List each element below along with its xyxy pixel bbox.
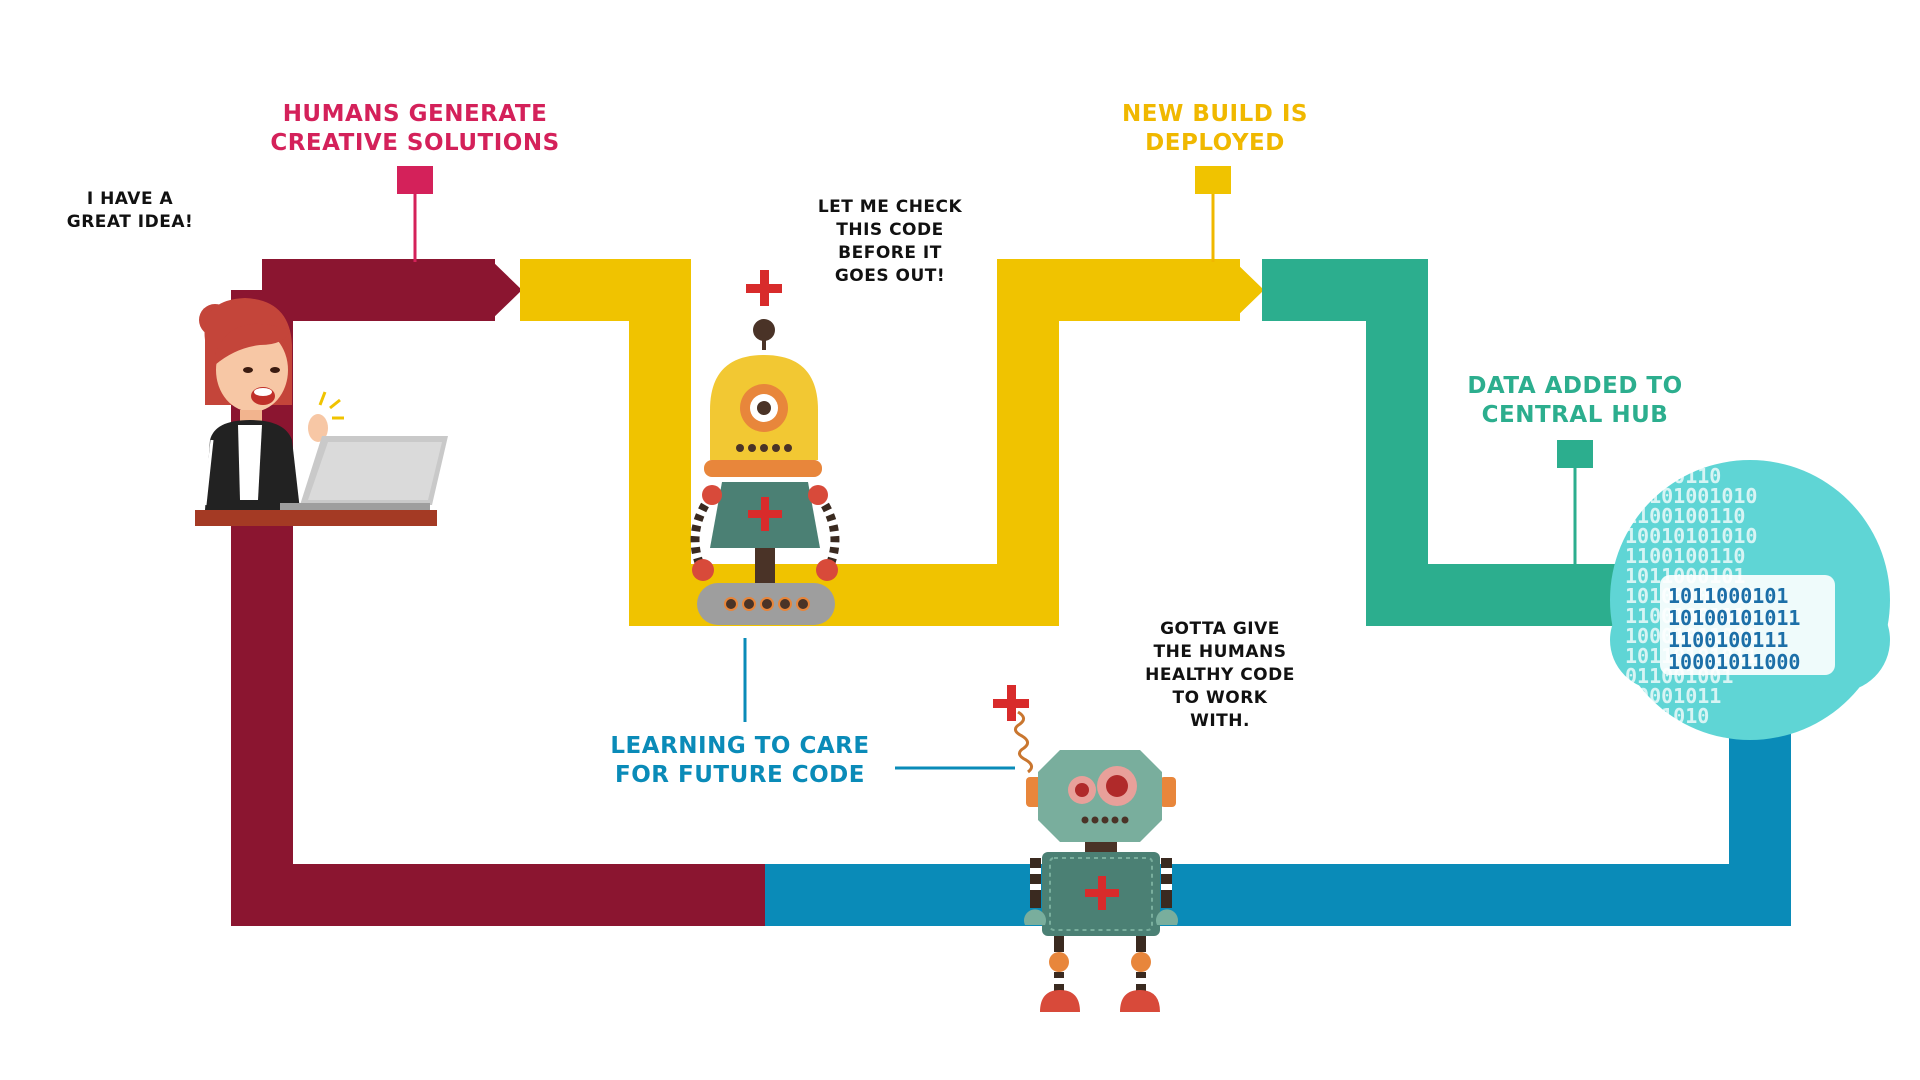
cloud-binary-row: 10001011 [1625,684,1721,708]
cloud-binary-row: 01010110 [1625,464,1721,488]
cloud-binary-row: 10010101010 [1625,524,1757,548]
cloud-binary-row: 01101001010 [1625,484,1757,508]
step-label-deploy: NEW BUILD IS DEPLOYED [1122,101,1308,156]
step-label-learn: LEARNING TO CARE FOR FUTURE CODE [610,733,870,788]
qa-path [520,259,1240,626]
cloud-binary-row: 1100100110 [1625,544,1745,568]
step-label-humans: HUMANS GENERATE CREATIVE SOLUTIONS [270,101,560,156]
step-markers [397,166,1593,770]
step-label-hub: DATA ADDED TO CENTRAL HUB [1467,373,1683,428]
qa-arrow [1232,259,1264,321]
green-walking-robot [993,685,1178,1012]
cloud-binary-highlight: 10001011000 [1668,650,1800,674]
cloud-binary-row: 1011010 [1625,704,1709,728]
speech-robot-heal: GOTTA GIVE THE HUMANS HEALTHY CODE TO WO… [1145,619,1295,731]
deploy-marker [1195,166,1231,194]
cloud-binary-row: 1100100110 [1625,504,1745,528]
speech-woman: I HAVE A GREAT IDEA! [66,189,194,232]
cloud-binary-highlight: 1100100111 [1668,628,1788,652]
pipeline [231,259,1791,926]
humans-marker [397,166,433,194]
cloud-binary-highlight: 1011000101 [1668,584,1788,608]
woman-at-laptop-figure [195,298,448,526]
human-arrow [490,259,522,321]
binary-cloud-icon: 0101011001101001010110010011010010101010… [1610,460,1890,740]
speech-robot-check: LET ME CHECK THIS CODE BEFORE IT GOES OU… [817,197,963,286]
hub-marker [1557,440,1593,468]
deploy-path [1262,259,1650,626]
yellow-dome-robot [690,270,840,625]
cloud-binary-highlight: 10100101011 [1668,606,1800,630]
